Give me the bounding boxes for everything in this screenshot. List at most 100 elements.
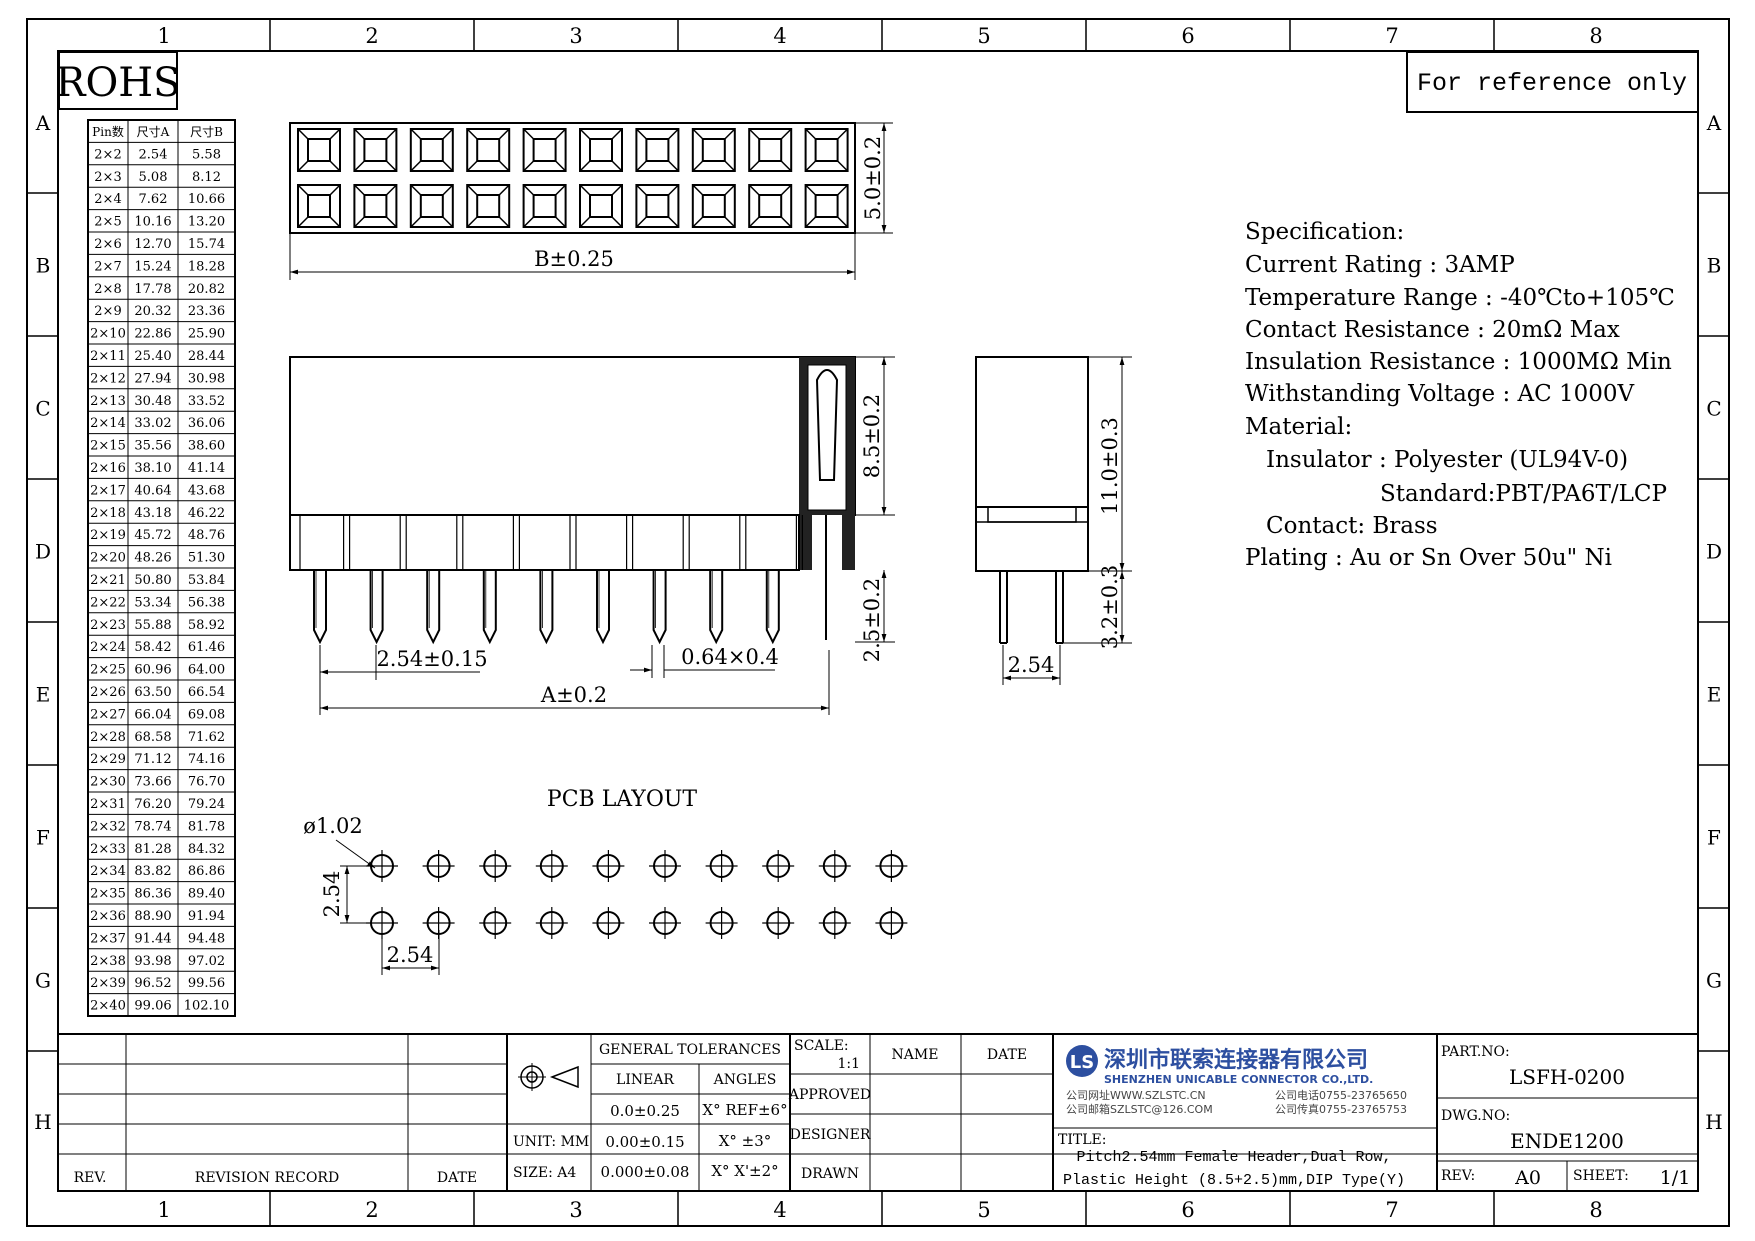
row-label: H xyxy=(34,1110,51,1134)
socket-cavity xyxy=(748,128,793,172)
pin-table-cell: 2×19 xyxy=(90,528,126,543)
front-height-dim: 8.5±0.2 xyxy=(860,394,884,478)
pin-table-cell: 2×31 xyxy=(90,797,126,812)
pin-table-cell: 63.50 xyxy=(134,685,171,700)
pin-table-cell: 2×40 xyxy=(90,999,126,1014)
socket-cavity xyxy=(297,128,341,172)
a-width-dim: A±0.2 xyxy=(540,683,607,707)
pin xyxy=(539,570,554,645)
date-column-header: DATE xyxy=(987,1047,1027,1063)
row-label: F xyxy=(36,826,50,850)
socket-cavity xyxy=(522,184,567,228)
company-mail: 公司邮箱SZLSTC@126.COM xyxy=(1066,1102,1213,1116)
pin-table-cell: 2×15 xyxy=(90,439,126,454)
spec-line: Withstanding Voltage : AC 1000V xyxy=(1245,381,1635,407)
socket-cavity xyxy=(579,184,623,228)
pin-table-cell: 55.88 xyxy=(134,618,171,633)
rohs-label: ROHS xyxy=(55,60,180,106)
pin-table-cell: 46.22 xyxy=(188,506,225,521)
pin xyxy=(369,570,384,645)
pin-table-cell: 2×5 xyxy=(94,215,121,230)
pin-table-cell: 2×16 xyxy=(90,461,126,476)
side-view xyxy=(975,356,1132,685)
name-header: NAME xyxy=(892,1047,939,1063)
socket-cavity xyxy=(297,184,341,228)
row-label: E xyxy=(1707,683,1722,707)
reference-box xyxy=(1406,51,1699,113)
pin-table-cell: 2×30 xyxy=(90,775,126,790)
row-label: G xyxy=(1706,969,1722,993)
part-no-label: PART.NO: xyxy=(1441,1044,1510,1060)
socket-cavity xyxy=(409,184,454,228)
pin-table-header: 尺寸A xyxy=(137,125,170,139)
row-label: B xyxy=(36,254,51,278)
socket-cavity xyxy=(691,128,736,172)
side-pin-dim: 3.2±0.3 xyxy=(1098,565,1122,649)
pcb-hole xyxy=(366,850,398,882)
socket-cavity xyxy=(635,184,680,228)
row-label: C xyxy=(35,397,50,421)
row-label: B xyxy=(1707,254,1722,278)
spec-line: Specification: xyxy=(1245,219,1404,245)
revision-record-header: REVISION RECORD xyxy=(195,1170,339,1186)
column-label: 3 xyxy=(569,1198,582,1222)
pin-table-cell: 22.86 xyxy=(134,327,171,342)
pcb-hole xyxy=(592,907,625,939)
pin-table-cell: 89.40 xyxy=(188,887,225,902)
pin-table-header: 尺寸B xyxy=(190,125,223,139)
company-logo-icon: LS xyxy=(1070,1052,1094,1073)
pin-table-cell: 2×33 xyxy=(90,842,126,857)
pin-table-cell: 2×17 xyxy=(90,483,126,498)
spec-line: Current Rating : 3AMP xyxy=(1245,252,1515,278)
socket-cavity xyxy=(409,128,454,172)
pin-table-header: Pin数 xyxy=(92,124,124,139)
scale-label: SCALE: xyxy=(794,1038,849,1054)
pin-table-cell: 38.60 xyxy=(188,439,225,454)
pin-table-cell: 17.78 xyxy=(134,282,171,297)
row-label: F xyxy=(1707,826,1721,850)
pin-table-cell: 2×12 xyxy=(90,371,126,386)
pin-table-cell: 8.12 xyxy=(192,170,221,185)
unit-label: UNIT: MM xyxy=(513,1134,589,1150)
pin-table-cell: 38.10 xyxy=(134,461,171,476)
pin-table-cell: 56.38 xyxy=(188,595,225,610)
side-height-dim: 11.0±0.3 xyxy=(1098,417,1122,515)
top-width-dim: B±0.25 xyxy=(534,247,614,271)
spec-line: Plating : Au or Sn Over 50u" Ni xyxy=(1245,545,1612,571)
row-label: C xyxy=(1706,397,1721,421)
socket-cavity xyxy=(579,128,623,172)
column-label: 6 xyxy=(1181,1198,1194,1222)
approved-label: APPROVED xyxy=(788,1087,871,1103)
socket-cavity xyxy=(522,128,567,172)
pin-table-cell: 83.82 xyxy=(134,864,171,879)
rohs-box xyxy=(58,51,178,110)
pin-table-cell: 2×6 xyxy=(94,237,121,252)
title-line-1: Pitch2.54mm Female Header,Dual Row, xyxy=(1076,1149,1391,1166)
pin-table-cell: 69.08 xyxy=(188,707,225,722)
pin-table-cell: 30.98 xyxy=(188,371,225,386)
pin-length-dim: 2.5±0.2 xyxy=(860,578,884,662)
pin xyxy=(652,570,667,645)
front-view: 8.5±0.2 2.5±0.2 2.54±0.15 0.64×0.4 A±0.2 xyxy=(289,356,895,715)
pin-table-cell: 2×11 xyxy=(90,349,126,364)
pin-table-cell: 30.48 xyxy=(134,394,171,409)
row-label: G xyxy=(35,969,51,993)
pcb-hole xyxy=(818,907,851,939)
row-label: A xyxy=(35,111,51,135)
spec-line: Standard:PBT/PA6T/LCP xyxy=(1380,481,1667,507)
pin-table-cell: 91.94 xyxy=(188,909,225,924)
pin-table-cell: 2×24 xyxy=(90,640,126,655)
column-label: 2 xyxy=(365,1198,378,1222)
pcb-row-dim: 2.54 xyxy=(320,871,344,918)
pin-table-cell: 68.58 xyxy=(134,730,171,745)
pin-table-cell: 10.66 xyxy=(188,192,225,207)
title-block-text: REV. REVISION RECORD DATE GENERAL TOLERA… xyxy=(74,1038,1691,1189)
pin-table-cell: 13.20 xyxy=(188,215,225,230)
pin-table-cell: 33.52 xyxy=(188,394,225,409)
specification: Specification: Current Rating : 3AMP Tem… xyxy=(1245,219,1675,571)
column-label: 6 xyxy=(1181,24,1194,48)
spec-line: Material: xyxy=(1245,414,1352,440)
dwg-no-label: DWG.NO: xyxy=(1441,1108,1510,1124)
rev-value: A0 xyxy=(1514,1167,1541,1189)
designer-label: DESIGNER xyxy=(790,1127,871,1143)
